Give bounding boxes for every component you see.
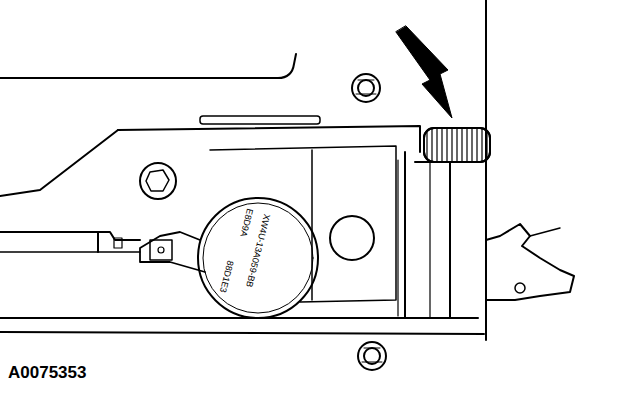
part-marking: E8D9A (238, 208, 254, 238)
figure-id: A0075353 (8, 364, 86, 381)
part-marking: 88D1E3 (218, 260, 235, 294)
